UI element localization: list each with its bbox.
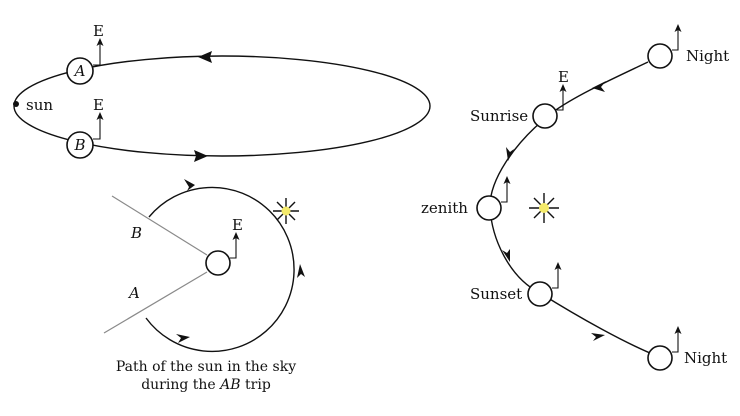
east-marker-b [93, 118, 101, 140]
ray-a [103, 271, 208, 334]
observer-east-arrowhead [232, 232, 240, 240]
planet-a [66, 57, 94, 85]
night-bottom-label: Night [684, 349, 727, 367]
planet-a-label: A [73, 62, 86, 80]
planet-b-label: B [73, 136, 85, 154]
east-label-b: E [93, 96, 104, 114]
east-arrowhead-sunrise [559, 84, 567, 92]
night-top-label: Night [686, 47, 729, 65]
east-label-a: E [93, 22, 104, 40]
east-marker-sunset [552, 268, 559, 289]
day-cycle-panel: Night E Sunrise zenith Sunset Night [421, 24, 729, 371]
ray-b [111, 195, 208, 256]
planet-sunrise [532, 103, 558, 129]
orbit-arrow-top [198, 51, 212, 63]
east-arrowhead-zenith [503, 176, 511, 184]
ray-b-label: B [130, 224, 142, 242]
planet-b [66, 131, 94, 159]
east-marker-a [93, 44, 101, 66]
sun-label: sun [26, 96, 53, 114]
sun-path-arrow-right [297, 264, 305, 278]
east-marker-night-bottom [672, 332, 679, 353]
sun-star-icon-right [529, 193, 559, 223]
east-arrowhead-a [96, 38, 104, 46]
sun-path-arrow-top [184, 179, 195, 191]
sun-dot [13, 101, 19, 107]
caption-line-2: during the AB trip [141, 377, 271, 393]
east-marker-zenith [501, 182, 508, 203]
sunrise-label: Sunrise [470, 107, 528, 125]
sunrise-east-label: E [558, 68, 569, 86]
planet-zenith [476, 195, 502, 221]
east-marker-sunrise [557, 90, 564, 111]
orbit-arrow-bottom [194, 150, 208, 162]
zenith-label: zenith [421, 199, 468, 217]
orbit-panel: sun A E B E [13, 22, 431, 162]
sun-path-arrow-bottom [176, 334, 190, 343]
east-arrowhead-night-bottom [674, 326, 682, 334]
ray-a-label: A [127, 284, 140, 302]
east-arrowhead-night-top [674, 24, 682, 32]
east-arrowhead-b [96, 112, 104, 120]
planet-night-bottom [647, 345, 673, 371]
caption-line-1: Path of the sun in the sky [116, 359, 296, 375]
cycle-arrow-4 [591, 333, 605, 341]
east-arrowhead-sunset [554, 262, 562, 270]
observer-planet [205, 250, 231, 276]
cycle-arrow-3 [502, 249, 510, 262]
cycle-arrow-1 [592, 81, 606, 92]
sunset-label: Sunset [470, 285, 522, 303]
sun-star-icon [273, 198, 299, 224]
sky-path-panel: B A E Path of the sun in the sky during … [103, 179, 305, 393]
cycle-arrow-2 [506, 147, 514, 161]
planet-night-top [647, 43, 673, 69]
east-marker-night-top [672, 30, 679, 51]
observer-east-label: E [232, 216, 243, 234]
observer-east-marker [230, 238, 237, 259]
planet-sunset [527, 281, 553, 307]
sun-path-arc [145, 186, 295, 353]
